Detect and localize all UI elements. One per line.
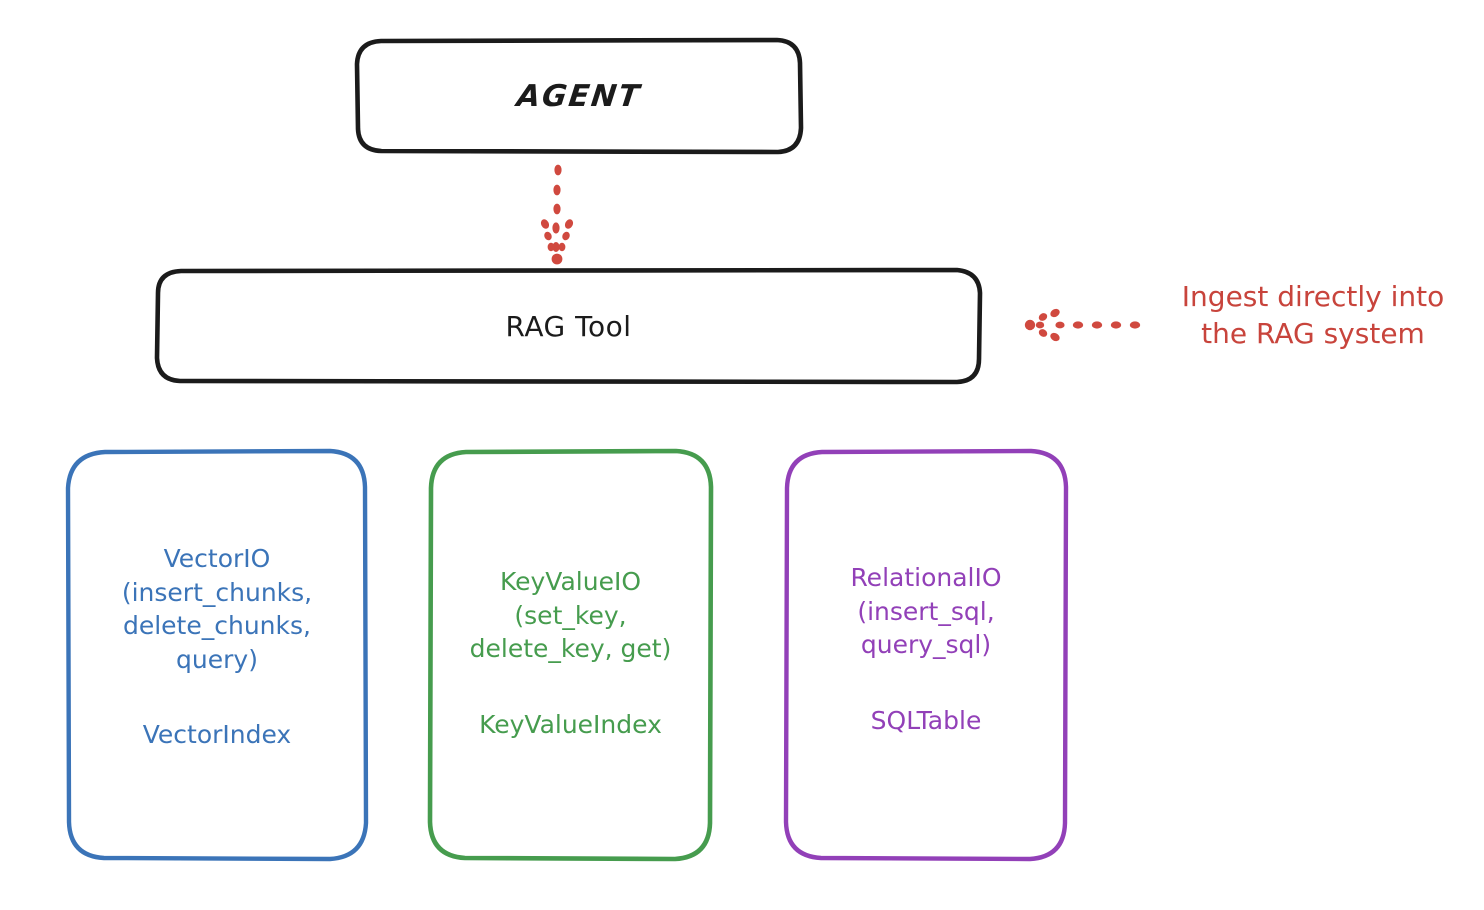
vector-io-content: VectorIO (insert_chunks, delete_chunks, …: [122, 542, 312, 752]
agent-to-rag-dotted-arrow: [540, 164, 574, 265]
key-value-io-box-outline: [427, 448, 714, 862]
vector-io-box-outline: [65, 448, 369, 862]
agent-box-outline: [354, 37, 804, 155]
rag-tool-node[interactable]: RAG Tool: [157, 270, 980, 382]
key-value-io-node[interactable]: KeyValueIO (set_key, delete_key, get) Ke…: [430, 450, 711, 860]
relational-io-api-label: RelationalIO (insert_sql, query_sql): [850, 563, 1002, 659]
rag-tool-box-outline: [154, 267, 983, 385]
key-value-io-api-label: KeyValueIO (set_key, delete_key, get): [469, 567, 672, 663]
relational-io-node[interactable]: RelationalIO (insert_sql, query_sql) SQL…: [786, 450, 1066, 860]
rag-tool-label: RAG Tool: [505, 309, 632, 343]
relational-io-index-label: SQLTable: [870, 705, 982, 735]
relational-io-box-outline: [783, 448, 1069, 862]
vector-io-node[interactable]: VectorIO (insert_chunks, delete_chunks, …: [68, 450, 366, 860]
key-value-io-index-label: KeyValueIndex: [479, 709, 662, 739]
key-value-io-content: KeyValueIO (set_key, delete_key, get) Ke…: [470, 565, 672, 741]
agent-label: AGENT: [514, 78, 644, 114]
agent-node[interactable]: AGENT: [358, 40, 800, 152]
relational-io-content: RelationalIO (insert_sql, query_sql) SQL…: [850, 561, 1001, 737]
ingest-dotted-arrow: [1024, 308, 1141, 342]
vector-io-api-label: VectorIO (insert_chunks, delete_chunks, …: [121, 544, 313, 674]
ingest-annotation-text: Ingest directly into the RAG system: [1181, 280, 1445, 350]
vector-io-index-label: VectorIndex: [142, 720, 292, 750]
